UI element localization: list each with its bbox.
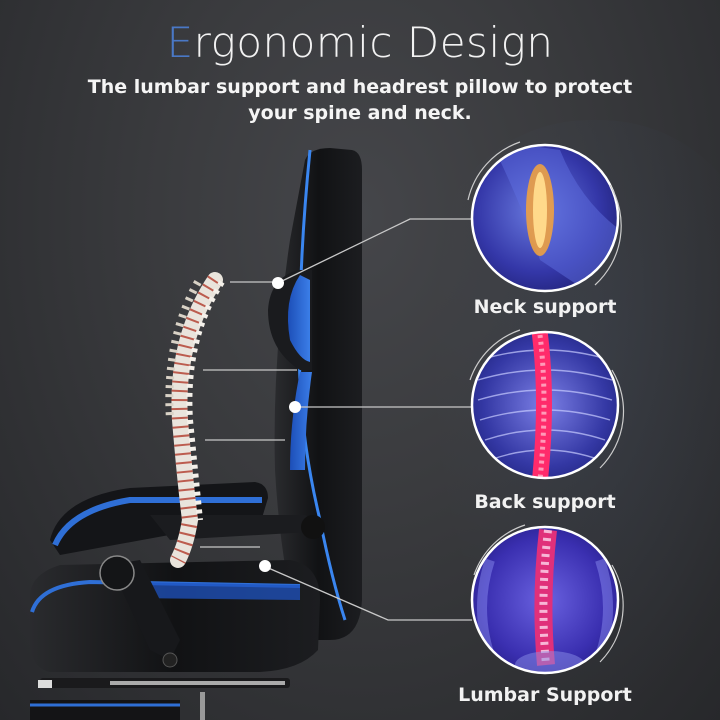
- feature-label: Back support: [474, 491, 616, 513]
- connector-lines: [200, 218, 472, 621]
- page-title: Ergonomic Design: [0, 18, 720, 67]
- feature-label: Lumbar Support: [458, 684, 632, 706]
- subtitle-line-1: The lumbar support and headrest pillow t…: [87, 76, 633, 98]
- subtitle-line-2: your spine and neck.: [248, 102, 472, 124]
- neck-xray-image: [467, 141, 622, 293]
- spine-model: [165, 272, 225, 568]
- title-accent-letter: E: [166, 18, 194, 67]
- chair-seat: [29, 560, 320, 672]
- title-text: rgonomic Design: [193, 18, 554, 67]
- feature-label: Neck support: [473, 296, 617, 318]
- connector-dots: [259, 277, 301, 572]
- lumbar-xray-image: [470, 524, 624, 675]
- chair-base: [30, 678, 290, 720]
- subtitle: The lumbar support and headrest pillow t…: [60, 74, 660, 126]
- back-xray-image: [469, 329, 625, 480]
